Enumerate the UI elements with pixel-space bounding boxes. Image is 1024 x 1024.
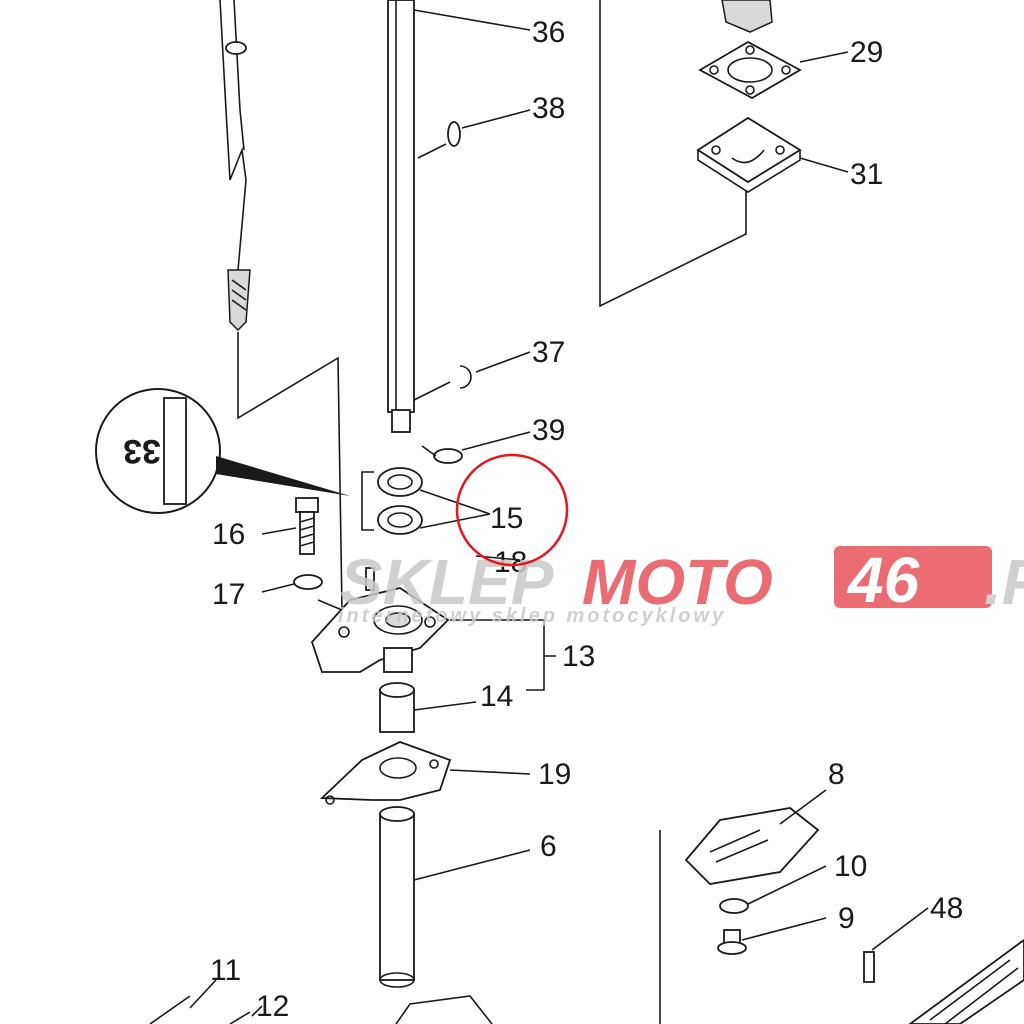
watermark-brand-tld: .P (984, 546, 1024, 618)
bolt-part-16 (295, 497, 319, 555)
gasket-part-19 (319, 741, 452, 805)
leader-frame-right (599, 0, 747, 308)
emblem-label: 33 (123, 432, 161, 470)
pin-part-18 (365, 567, 375, 591)
leader-bracket-left (237, 332, 343, 611)
part-label-29: 29 (850, 36, 883, 69)
lubricant-emblem: 33 (95, 388, 350, 514)
washer-part-17 (293, 574, 323, 590)
part-label-48: 48 (930, 892, 963, 925)
key-part-48 (863, 951, 875, 983)
washer-part-10 (719, 898, 749, 914)
watermark-number-box (834, 546, 992, 608)
part-label-10: 10 (834, 850, 867, 883)
part-label-11: 11 (210, 954, 241, 987)
bushing-part-14 (379, 682, 415, 733)
watermark: SKLEP MOTO 46 .P internetowy sklep motoc… (338, 544, 1024, 627)
clip-part-37 (459, 365, 472, 389)
part-label-16: 16 (212, 518, 245, 551)
part-label-13: 13 (562, 640, 595, 673)
cable-rod (219, 0, 251, 332)
part-label-14: 14 (480, 680, 513, 713)
bearing-part-15 (361, 467, 423, 535)
part-label-31: 31 (850, 158, 883, 191)
gasket-part-29 (698, 0, 802, 100)
part-label-15: 15 (490, 502, 523, 535)
part-label-12: 12 (256, 990, 289, 1023)
highlight-circle (455, 453, 569, 567)
washer-part-39 (433, 448, 463, 464)
watermark-brand-number: 46 (846, 544, 920, 616)
part-label-37: 37 (532, 336, 565, 369)
shaft-bottom-right (908, 938, 1024, 1024)
part-label-19: 19 (538, 758, 571, 791)
part-label-8: 8 (828, 758, 845, 791)
watermark-tagline: internetowy sklep motocyklowy (338, 605, 726, 627)
plate-part-31 (696, 116, 802, 193)
screw-part-9 (717, 929, 747, 955)
part-label-36: 36 (532, 16, 565, 49)
bottom-housing-part (395, 995, 493, 1024)
shaft-part-36 (387, 0, 415, 433)
part-label-9: 9 (838, 902, 855, 935)
part-label-17: 17 (212, 578, 245, 611)
pin-part-38 (447, 121, 461, 147)
part-label-38: 38 (532, 92, 565, 125)
housing-part-13 (310, 587, 450, 673)
plate-part-8 (659, 807, 820, 1024)
part-label-6: 6 (540, 830, 557, 863)
bottom-left-part (149, 995, 251, 1024)
tube-part-6 (379, 806, 415, 988)
watermark-brand-gray: SKLEP (340, 546, 554, 618)
watermark-brand-red: MOTO (582, 546, 773, 618)
leader-lines (189, 9, 929, 1017)
part-label-39: 39 (532, 414, 565, 447)
